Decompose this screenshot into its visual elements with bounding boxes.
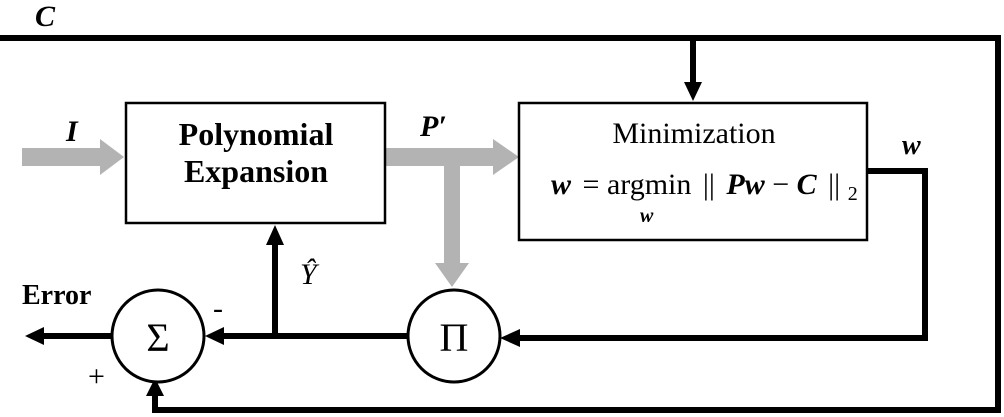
eq-norm-close: || [828,168,840,201]
product-circle [406,288,502,384]
signal-c-label: C [35,0,56,33]
error-output-arrowhead [25,327,44,345]
plus-sign: + [88,360,105,393]
c-bus-line [0,35,1001,413]
minimization-block [517,101,869,242]
minimization-equation: w = argmin || Pw − C || 2 [551,168,858,205]
product-symbol: Π [440,315,469,360]
eq-norm-open: || [703,168,715,201]
polynomial-label-line1: Polynomial [179,116,334,152]
eq-minus: − [772,168,789,201]
y-hat-arrowhead [266,225,284,245]
eq-c: C [797,168,818,201]
polynomial-expansion-block [124,101,387,225]
p-prime-branch-arrow [435,157,469,287]
sum-circle [110,288,206,384]
eq-pw: Pw [725,168,765,201]
minus-sign: - [213,292,223,325]
signal-y-hat-label: Ŷ [300,258,320,291]
minimization-title: Minimization [612,117,775,150]
argmin-subscript-w: w [640,205,654,227]
input-i-arrow [22,139,124,175]
signal-w-label: w [902,130,921,161]
eq-equals: = [583,168,600,201]
eq-w: w [551,168,572,201]
product-to-sum-arrowhead [205,327,224,345]
sum-symbol: Σ [146,315,169,360]
c-to-sum-arrowhead [146,378,164,396]
signal-p-prime-label: P′ [419,110,447,143]
signal-i-label: I [65,115,79,148]
c-to-minimization-arrowhead [684,82,702,101]
eq-subscript: 2 [848,183,858,205]
error-label: Error [22,280,91,311]
eq-argmin: argmin [607,168,691,201]
w-output-line [520,168,928,341]
polynomial-label-line2: Expansion [184,153,328,189]
w-to-product-arrowhead [500,329,520,347]
